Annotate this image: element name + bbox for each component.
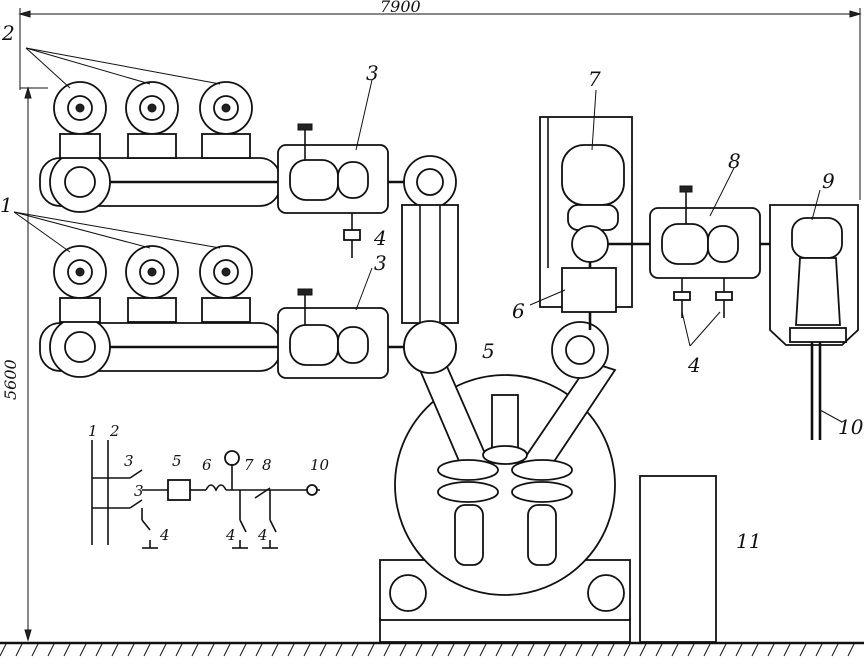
busbar-disconnector-upper-2 <box>125 81 179 159</box>
label-3-lower: 3 <box>374 251 387 275</box>
busbar-disconnector-upper-1 <box>53 81 107 159</box>
label-7: 7 <box>588 67 601 91</box>
schem-label-4c: 4 <box>257 526 268 544</box>
cable-box <box>769 204 859 440</box>
schem-label-10: 10 <box>310 456 330 474</box>
schem-label-4a: 4 <box>159 526 170 544</box>
schem-label-8: 8 <box>262 456 272 474</box>
label-1: 1 <box>0 193 13 217</box>
upper-busbar-assembly <box>39 81 457 258</box>
label-3-upper: 3 <box>366 61 379 85</box>
schem-label-6: 6 <box>202 456 212 474</box>
busbar-disconnector-lower-2 <box>125 245 179 323</box>
ground-line <box>0 641 864 657</box>
label-5: 5 <box>482 339 495 363</box>
schem-label-3b: 3 <box>134 482 144 500</box>
current-transformer-cabinet <box>539 116 633 330</box>
line-disconnector <box>608 185 800 318</box>
label-2: 2 <box>1 21 15 45</box>
control-cabinet <box>639 475 717 643</box>
schem-label-7: 7 <box>244 456 254 474</box>
label-4-left: 4 <box>373 226 387 250</box>
width-dimension-label: 7900 <box>380 0 421 16</box>
label-8: 8 <box>728 149 741 173</box>
schematic-labels: 1 2 3 3 5 6 7 8 10 4 4 4 <box>88 422 330 544</box>
schem-label-4b: 4 <box>225 526 236 544</box>
schem-label-5: 5 <box>172 452 182 470</box>
label-4-right: 4 <box>687 353 701 377</box>
busbar-disconnector-lower-3 <box>199 245 253 323</box>
label-10: 10 <box>838 415 864 439</box>
label-11: 11 <box>736 529 761 553</box>
circuit-breaker-tank <box>379 320 631 643</box>
height-dimension-label: 5600 <box>1 359 20 400</box>
height-dimension: 5600 <box>1 86 48 642</box>
busbar-disconnector-lower-1 <box>53 245 107 323</box>
busbar-disconnector-upper-3 <box>199 81 253 159</box>
vertical-bus-connection <box>401 204 459 324</box>
schem-label-1: 1 <box>88 422 98 440</box>
leader-lines <box>13 47 843 423</box>
lower-busbar-assembly <box>39 245 457 379</box>
width-dimension: 7900 <box>18 0 862 200</box>
label-9: 9 <box>822 169 835 193</box>
schem-label-2: 2 <box>109 422 120 440</box>
label-6: 6 <box>512 299 525 323</box>
single-line-schematic <box>91 440 320 549</box>
callout-labels: 2 1 3 3 4 4 5 6 7 8 9 10 11 <box>0 21 864 553</box>
schem-label-3a: 3 <box>124 452 134 470</box>
